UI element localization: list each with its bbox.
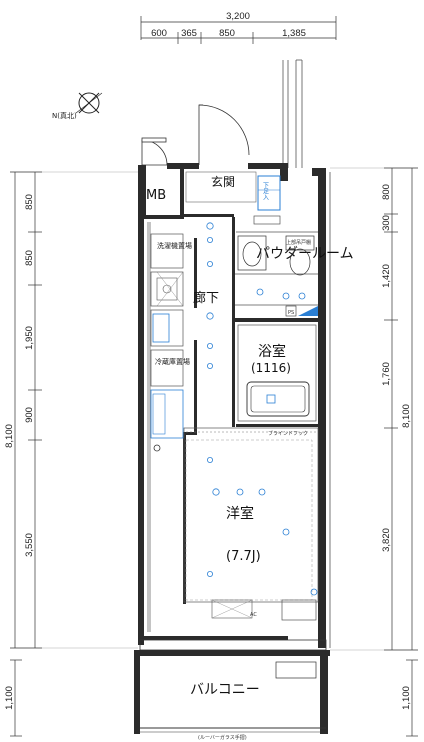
fixtures (153, 222, 318, 596)
genkan-area: 玄関 下足入 (185, 171, 281, 211)
fridge-area: 冷蔵庫置場 (150, 309, 190, 439)
interior-walls (183, 214, 320, 604)
accent-triangle (298, 306, 318, 316)
ac-label: AC (250, 612, 257, 618)
hallway-label: 廊下 (193, 290, 219, 306)
north-compass: N(真北) (52, 92, 103, 120)
balcony: バルコニー (ルーバーガラス手摺) (134, 639, 330, 741)
top-dim-3: 850 (219, 28, 235, 39)
vanity (237, 235, 267, 271)
bathroom: 浴室 (1116) (237, 324, 317, 422)
left-dim-3: 1,950 (24, 326, 35, 350)
mb-box: MB (144, 169, 184, 219)
right-dim-texts: 800 300 1,420 1,760 3,820 8,100 1,100 (381, 184, 412, 710)
fridge-label: 冷蔵庫置場 (155, 357, 190, 366)
left-dim-1: 850 (24, 194, 35, 210)
powder-room: パウダールーム 上部吊戸棚 PS (237, 235, 354, 317)
ac-unit (211, 599, 253, 619)
sink-icon (242, 241, 262, 267)
blind-hook: ブラインドフック (186, 430, 318, 437)
right-balcony-dim: 1,100 (401, 686, 412, 710)
washer-label: 洗濯機置場 (157, 241, 192, 250)
exterior-walls (138, 163, 326, 648)
mb-label: MB (146, 188, 166, 203)
bath-label: 浴室 (258, 343, 286, 360)
right-dim-1: 800 (381, 184, 392, 200)
western-room: 洋室 (7.7J) AC (185, 439, 317, 621)
left-balcony-dim: 1,100 (4, 686, 15, 710)
compass-label: N(真北) (52, 111, 77, 120)
entrance-doors (141, 104, 250, 166)
top-dimensions (140, 16, 337, 44)
upper-shelf-label: 上部吊戸棚 (286, 239, 311, 246)
blind-hook-label: ブラインドフック (268, 430, 308, 437)
right-dim-5: 3,820 (381, 528, 392, 552)
western-room-size: (7.7J) (226, 549, 261, 564)
ps-box (285, 305, 297, 317)
outline-lines (42, 167, 384, 651)
powder-room-label: パウダールーム (256, 246, 354, 262)
left-dim-texts: 8,100 850 850 1,950 900 3,550 1,100 (4, 194, 35, 710)
bath-size: (1116) (251, 361, 291, 375)
bathtub (246, 381, 310, 417)
right-dim-3: 1,420 (381, 264, 392, 288)
entrance-label: 玄関 (211, 174, 235, 189)
top-dim-1: 600 (151, 28, 167, 39)
top-dim-2: 365 (181, 28, 197, 39)
washer-area: 洗濯機置場 (150, 233, 192, 307)
right-total-dim: 8,100 (401, 404, 412, 428)
inner-wall-lines (147, 215, 319, 632)
left-dim-4: 900 (24, 407, 35, 423)
compass-icon (78, 92, 100, 114)
balcony-box (275, 661, 317, 679)
balcony-label: バルコニー (190, 682, 260, 698)
right-dim-4: 1,760 (381, 362, 392, 386)
left-dim-2: 850 (24, 250, 35, 266)
balcony-bottom-note: (ルーバーガラス手摺) (198, 734, 247, 741)
right-dim-2: 300 (381, 215, 392, 231)
shoe-cabinet (257, 175, 281, 211)
top-dim-4: 1,385 (282, 28, 306, 39)
top-total-dim: 3,200 (226, 11, 250, 22)
light-icon (206, 222, 214, 230)
toilet-tank (285, 235, 315, 251)
western-room-label: 洋室 (226, 505, 254, 522)
left-dimensions (10, 171, 42, 737)
left-dim-5: 3,550 (24, 533, 35, 557)
shoe-cabinet-label: 下足入 (262, 182, 269, 200)
toilet-icon (289, 248, 311, 276)
right-dimensions (384, 167, 418, 737)
left-total-dim: 8,100 (4, 424, 15, 448)
ps-label: PS (288, 310, 294, 316)
